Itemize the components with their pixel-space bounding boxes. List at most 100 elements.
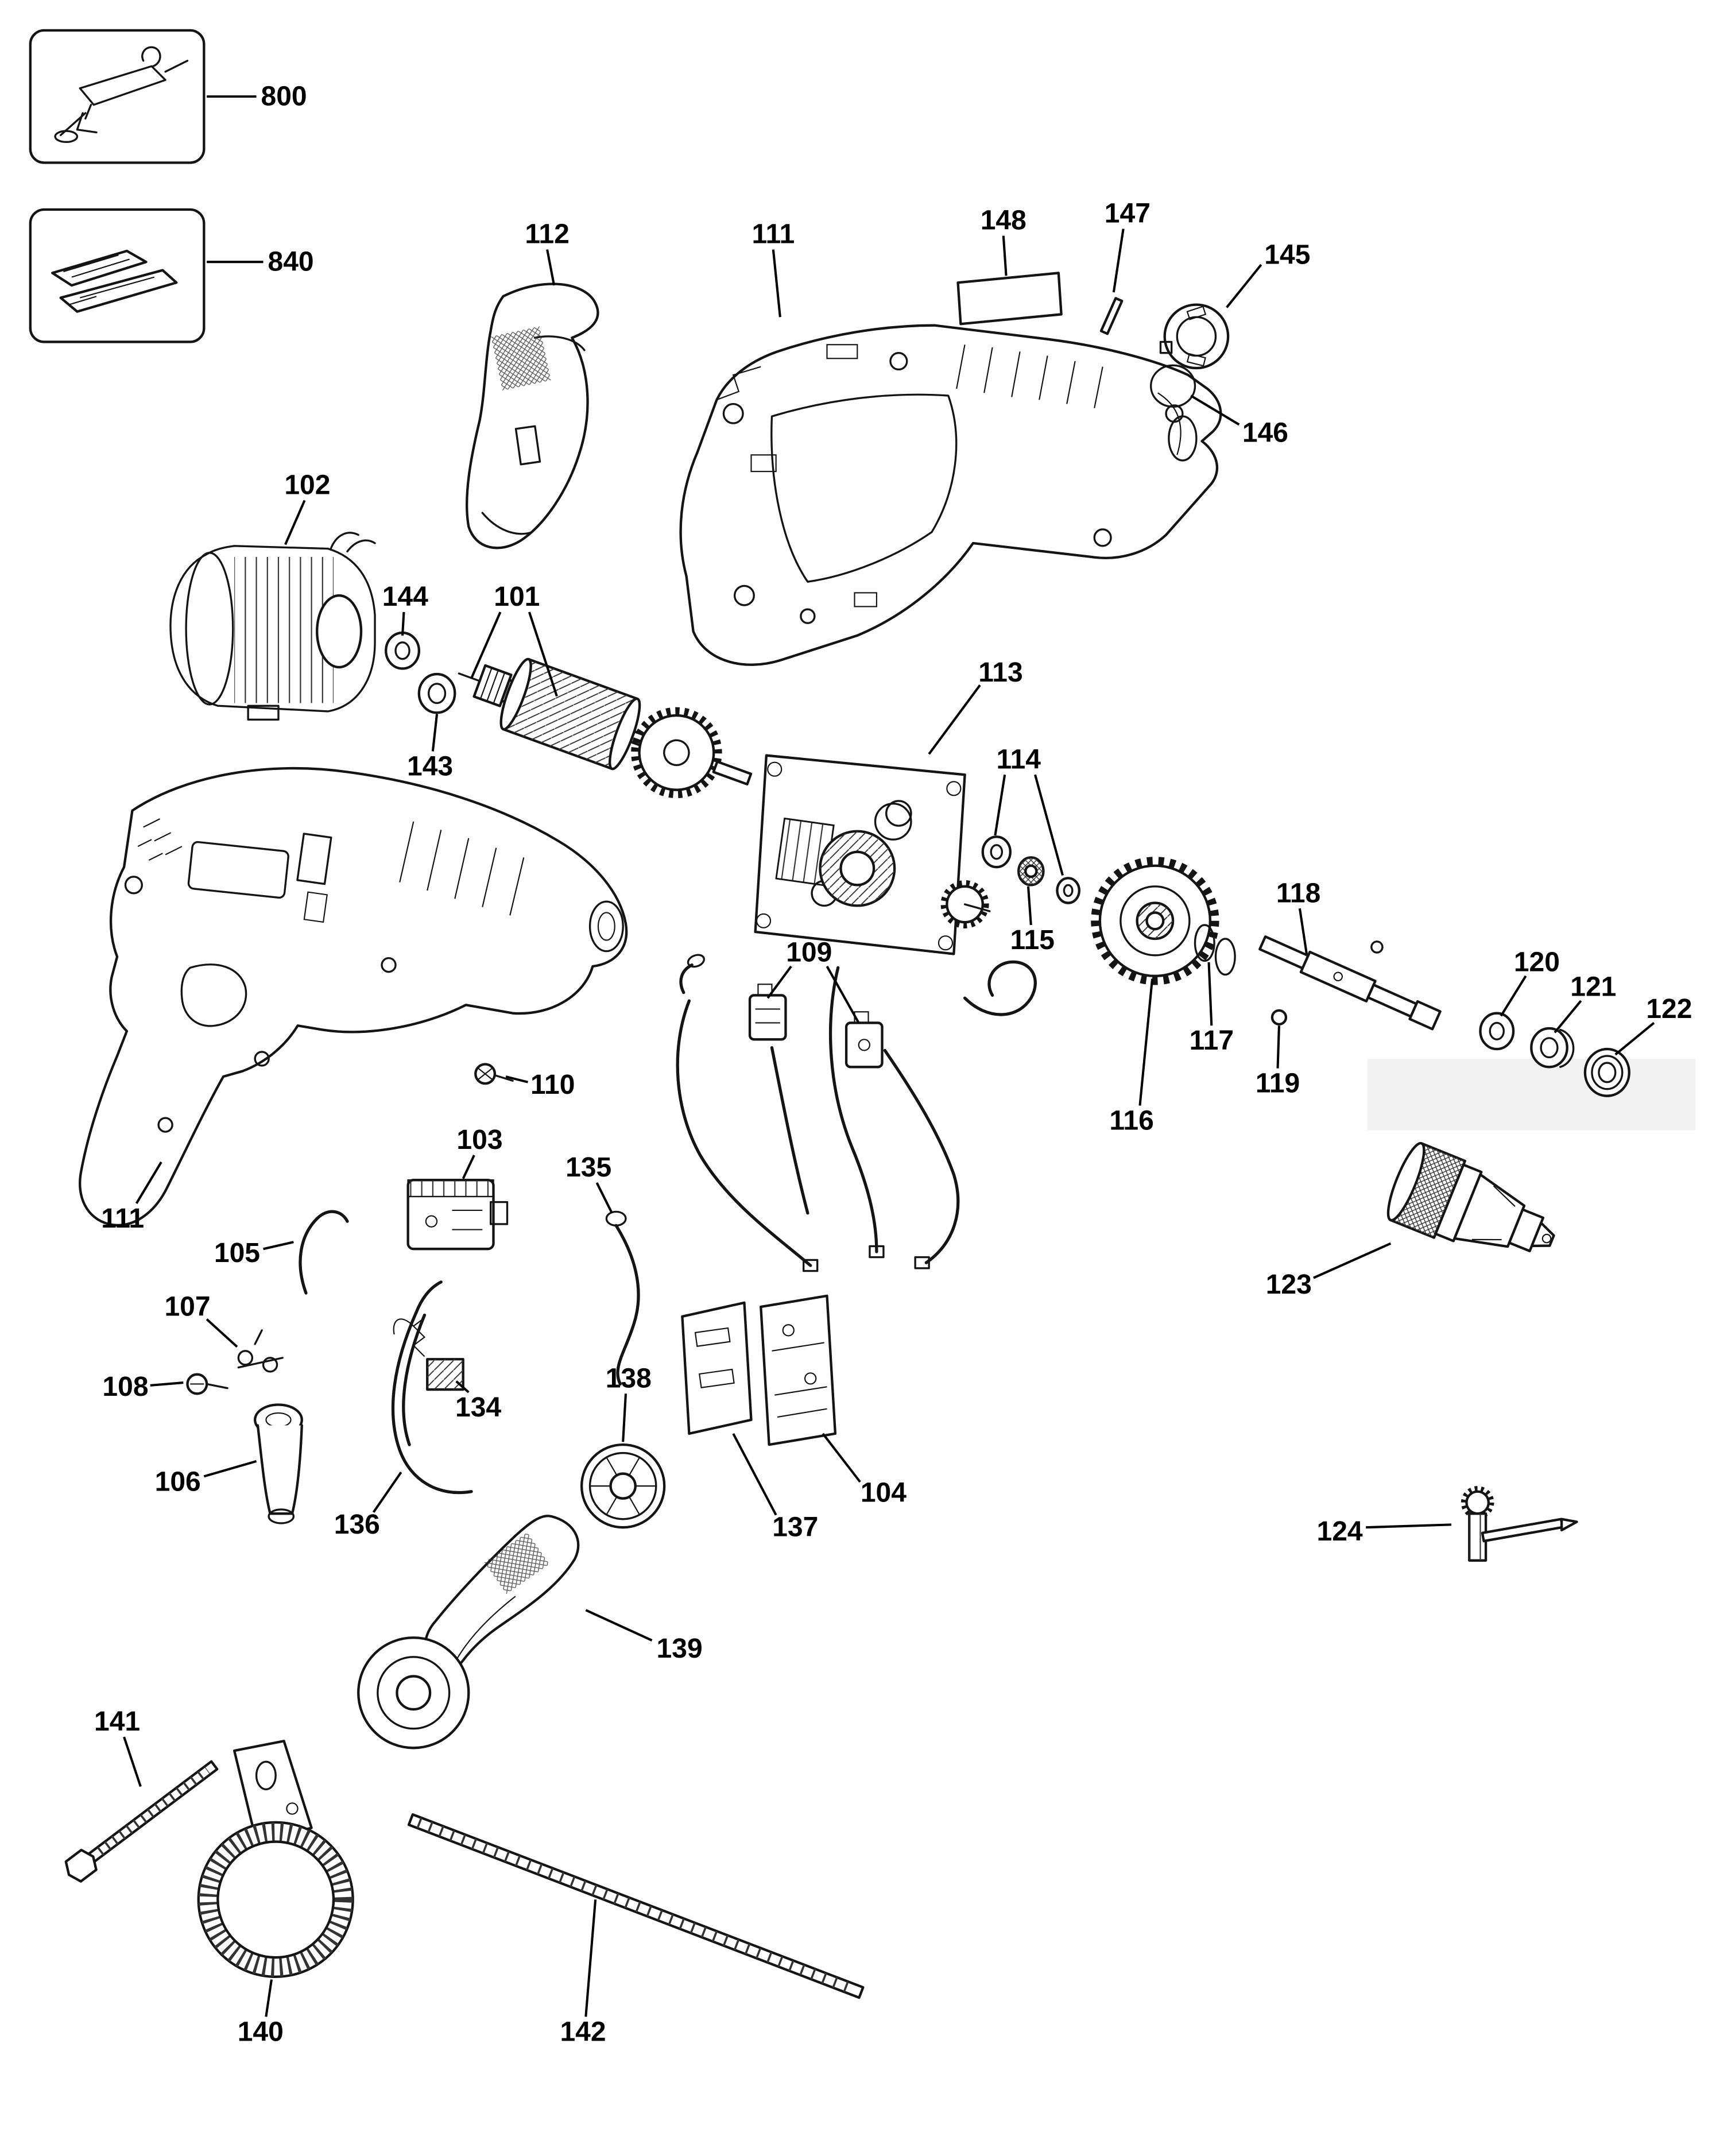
leader-line-140 <box>265 1979 273 2017</box>
part-label-124: 124 <box>1317 1516 1363 1547</box>
part-143-bearing <box>417 672 456 714</box>
part-label-108: 108 <box>102 1372 148 1402</box>
part-label-140: 140 <box>238 2016 284 2047</box>
part-119-ball <box>1270 1009 1288 1026</box>
part-label-115: 115 <box>1010 925 1054 955</box>
part-label-139: 139 <box>657 1634 703 1664</box>
leader-line-134 <box>455 1380 470 1394</box>
part-117-circlips <box>1194 924 1236 976</box>
part-label-118: 118 <box>1276 878 1320 908</box>
leader-line-138 <box>622 1394 627 1442</box>
part-label-138: 138 <box>606 1363 652 1394</box>
part-label-123: 123 <box>1266 1269 1312 1300</box>
detail-ball-118 <box>1370 940 1384 954</box>
part-label-119: 119 <box>1256 1069 1300 1099</box>
part-label-141: 141 <box>94 1706 140 1737</box>
part-111-left-clamshell <box>79 767 628 1226</box>
part-label-136: 136 <box>334 1509 380 1540</box>
part-label-144: 144 <box>382 582 428 612</box>
part-109-brush-wiring <box>676 954 1037 1272</box>
part-103-switch <box>406 1178 509 1251</box>
part-label-109: 109 <box>786 938 832 968</box>
part-101-armature <box>458 657 753 799</box>
part-138-wheel <box>580 1443 666 1529</box>
leader-line-146 <box>1190 394 1240 426</box>
part-120-washer <box>1479 1012 1515 1051</box>
leader-line-145 <box>1226 264 1262 308</box>
leader-line-116 <box>1138 978 1154 1106</box>
leader-line-111-top <box>772 249 781 318</box>
part-label-106: 106 <box>155 1466 201 1497</box>
leader-line-109 <box>826 966 860 1024</box>
leader-line-105 <box>263 1241 294 1251</box>
leader-line-104 <box>822 1433 861 1483</box>
part-124-chuck-key <box>1461 1486 1578 1562</box>
part-105-lead-wire <box>299 1210 349 1295</box>
part-label-143: 143 <box>407 751 453 781</box>
leader-line-111-bottom <box>135 1161 162 1205</box>
part-label-147: 147 <box>1105 199 1151 229</box>
leader-line-109 <box>766 965 792 999</box>
part-115-nut <box>1017 856 1045 887</box>
part-label-116: 116 <box>1109 1105 1153 1136</box>
part-106-handle-insert <box>253 1403 303 1524</box>
part-label-101: 101 <box>494 582 540 612</box>
part-label-148: 148 <box>981 206 1026 236</box>
part-label-146: 146 <box>1242 417 1288 448</box>
leader-line-103 <box>462 1155 475 1179</box>
leader-line-119 <box>1276 1025 1280 1069</box>
part-118-spindle <box>1258 935 1442 1031</box>
part-142-depth-rod <box>407 1813 865 1999</box>
part-label-135: 135 <box>565 1152 611 1183</box>
leader-line-115 <box>1026 886 1032 926</box>
part-145-brush-cap <box>1159 303 1230 370</box>
leader-line-144 <box>401 611 405 636</box>
boxed-item-800-tool <box>29 29 206 164</box>
leader-line-148 <box>1002 235 1008 276</box>
leader-line-114 <box>994 775 1006 836</box>
part-label-111-bottom: 111 <box>101 1203 144 1234</box>
part-121-bushing <box>1530 1027 1575 1069</box>
leader-line-120 <box>1500 975 1527 1017</box>
part-123-chuck <box>1386 1141 1555 1252</box>
leader-line-102 <box>284 500 306 545</box>
part-102-field <box>169 532 376 721</box>
scan-artifact-band <box>1367 1058 1695 1131</box>
part-107-clamp <box>237 1329 284 1373</box>
part-139-side-handle <box>357 1515 580 1749</box>
leader-line-121 <box>1554 1000 1582 1034</box>
part-label-102: 102 <box>284 470 330 501</box>
leader-line-117 <box>1207 962 1213 1026</box>
part-label-107: 107 <box>164 1292 210 1322</box>
leader-line-124 <box>1366 1523 1452 1529</box>
part-148-nameplate <box>956 272 1063 326</box>
leader-line-110 <box>505 1075 529 1083</box>
part-147-pin <box>1099 297 1124 335</box>
leader-line-112 <box>546 249 556 286</box>
part-134-carbon-brush <box>393 1317 464 1391</box>
part-label-137: 137 <box>772 1512 818 1543</box>
part-label-114: 114 <box>996 744 1041 775</box>
leader-line-114 <box>1034 774 1064 876</box>
part-label-105: 105 <box>214 1238 260 1268</box>
part-144-washer <box>385 631 421 670</box>
part-label-110: 110 <box>530 1070 575 1100</box>
part-137-bracket <box>681 1301 753 1435</box>
part-label-120: 120 <box>1514 947 1560 977</box>
part-label-111-top: 111 <box>752 219 795 250</box>
leader-line-101 <box>470 611 502 679</box>
part-111-right-clamshell <box>679 324 1222 666</box>
boxed-item-840-accessory <box>29 208 206 343</box>
part-122-bearing <box>1583 1047 1630 1097</box>
leader-line-137 <box>732 1433 777 1516</box>
part-label-117: 117 <box>1190 1025 1234 1056</box>
part-label-113: 113 <box>978 657 1022 688</box>
part-label-134: 134 <box>455 1392 501 1423</box>
leader-line-147 <box>1112 229 1125 293</box>
part-label-103: 103 <box>456 1125 502 1155</box>
leader-line-122 <box>1614 1021 1655 1056</box>
part-label-121: 121 <box>1570 972 1616 1002</box>
leader-line-106 <box>203 1460 257 1478</box>
part-110-screw <box>474 1063 514 1085</box>
